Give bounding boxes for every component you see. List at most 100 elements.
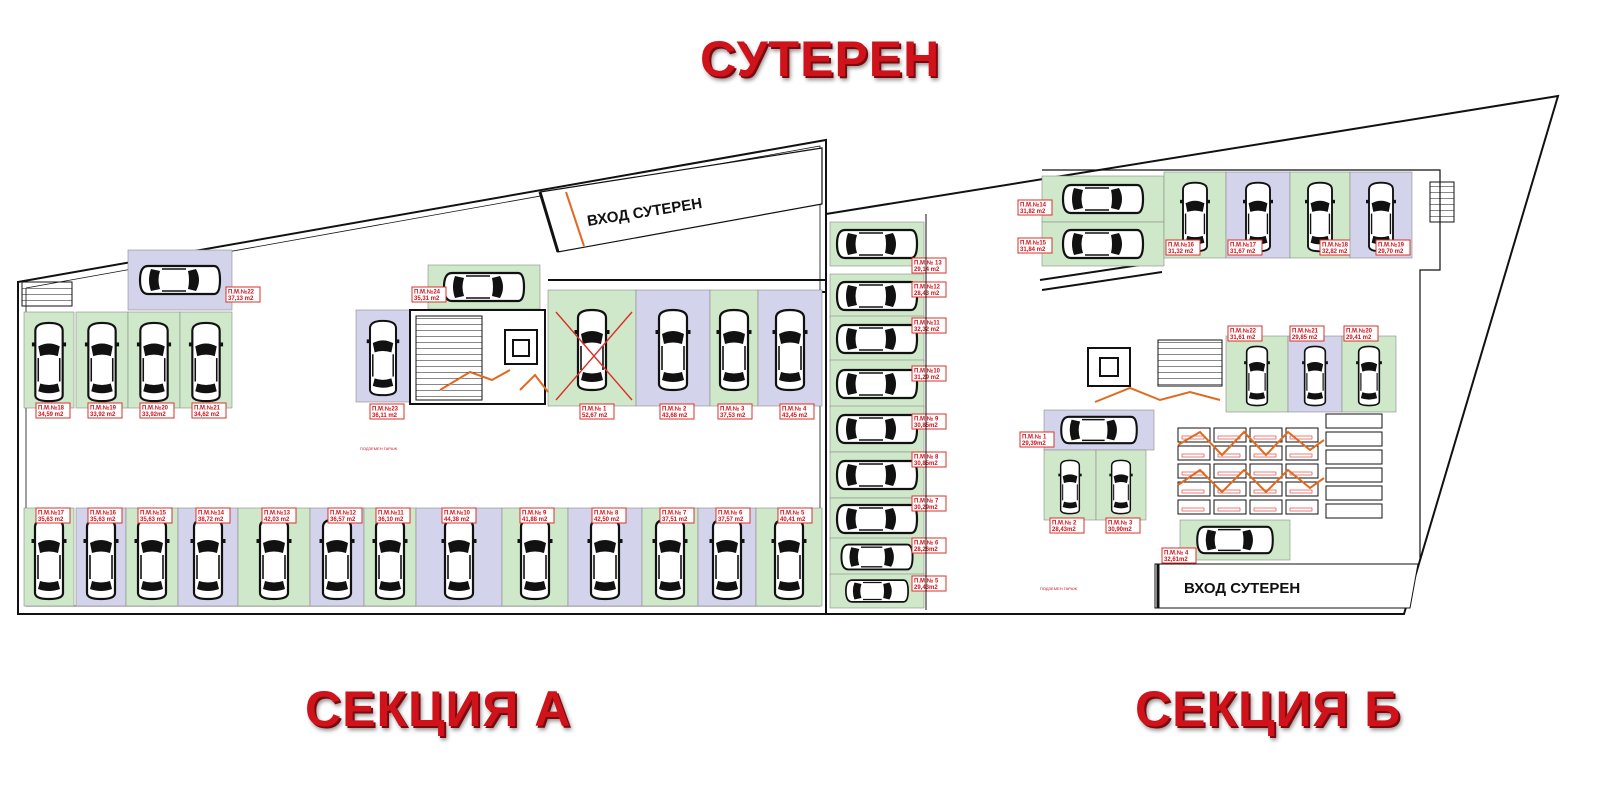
blocked-spot-mark xyxy=(555,311,633,401)
spot-area: 29,85 m2 xyxy=(1292,335,1318,341)
spot-label-box xyxy=(659,403,695,420)
spot-number: П.М.№21 xyxy=(194,405,221,412)
car-icon xyxy=(372,517,408,601)
spot-number: П.М.№24 xyxy=(414,289,441,296)
spot-label-box xyxy=(1049,517,1085,534)
spot-area: 33,92m2 xyxy=(142,412,166,418)
car-icon xyxy=(844,579,910,603)
section-b-storage-rooms xyxy=(1177,413,1383,519)
spot-number: П.М.№18 xyxy=(1322,242,1349,249)
storage-room xyxy=(1213,463,1247,479)
car-icon xyxy=(835,228,919,260)
title-section-a: СЕКЦИЯ А xyxy=(305,681,572,737)
spot-label-box xyxy=(779,403,815,420)
spot-label-box xyxy=(87,507,123,524)
storage-room-tag xyxy=(1289,453,1313,458)
spot-number: П.М.№18 xyxy=(38,405,65,412)
spot-area: 41,88 m2 xyxy=(522,517,548,523)
spot-number: П.М.№17 xyxy=(38,510,65,517)
spot-area: 43,68 m2 xyxy=(662,413,688,419)
spot-label-box xyxy=(1105,517,1141,534)
spot-number: П.М.№ 7 xyxy=(662,510,687,517)
spot-number: П.М.№ 13 xyxy=(914,260,942,267)
spot-area: 31,84 m2 xyxy=(1020,247,1046,253)
spot-number: П.М.№15 xyxy=(140,510,167,517)
car-icon xyxy=(134,517,170,601)
spot-number: П.М.№ 8 xyxy=(594,510,619,517)
spot-label-box xyxy=(139,402,175,419)
spot-area: 31,82 m2 xyxy=(1020,209,1046,215)
storage-room-tag xyxy=(1181,507,1205,512)
spot-area: 31,29 m2 xyxy=(914,375,940,381)
spot-number: П.М.№ 3 xyxy=(720,406,745,413)
spot-number: П.М.№ 2 xyxy=(1052,520,1077,527)
spot-number: П.М.№ 2 xyxy=(662,406,687,413)
spot-label-box xyxy=(911,281,947,298)
spot-area: 35,63 m2 xyxy=(140,517,166,523)
car-icon xyxy=(655,308,691,392)
car-icon xyxy=(840,543,914,571)
car-icon xyxy=(772,308,808,392)
storage-room-tag xyxy=(1217,507,1241,512)
storage-room-tag xyxy=(1289,489,1313,494)
spot-number: П.М.№16 xyxy=(1168,242,1195,249)
spot-label-box xyxy=(715,507,751,524)
spot-area: 32,82 m2 xyxy=(1322,249,1348,255)
spot-number: П.М.№19 xyxy=(1378,242,1405,249)
spot-label-box xyxy=(35,402,71,419)
spot-number: П.М.№16 xyxy=(90,510,117,517)
spot-area: 37,53 m2 xyxy=(720,413,746,419)
spot-area: 30,90m2 xyxy=(1108,527,1132,533)
storage-room xyxy=(1325,413,1383,429)
spot-label-box xyxy=(35,507,71,524)
spot-number: П.М.№ 3 xyxy=(1108,520,1133,527)
spot-label-box xyxy=(1161,547,1197,564)
spot-area: 38,72 m2 xyxy=(198,517,224,523)
spot-label-box xyxy=(911,495,947,512)
spot-area: 28,43m2 xyxy=(1052,527,1076,533)
spot-label-box xyxy=(717,403,753,420)
storage-room xyxy=(1213,499,1247,515)
spot-area: 37,57 m2 xyxy=(718,517,744,523)
spot-number: П.М.№11 xyxy=(914,320,940,327)
spot-number: П.М.№17 xyxy=(1230,242,1257,249)
car-icon xyxy=(83,517,119,601)
storage-room xyxy=(1177,445,1211,461)
spot-area: 31,32 m2 xyxy=(1168,249,1194,255)
spot-number: П.М.№20 xyxy=(142,405,169,412)
spot-number: П.М.№21 xyxy=(1292,328,1319,335)
spot-area: 29,14 m2 xyxy=(914,267,940,273)
car-icon xyxy=(835,503,919,535)
title-basement: СУТЕРЕН xyxy=(700,31,941,87)
spot-area: 36,11 m2 xyxy=(372,413,398,419)
storage-room-tag xyxy=(1181,489,1205,494)
car-icon xyxy=(1060,415,1138,445)
storage-room-tag xyxy=(1217,489,1241,494)
spot-label-box xyxy=(1343,325,1379,342)
evacuation-route xyxy=(1177,468,1325,494)
spot-number: П.М.№19 xyxy=(90,405,117,412)
storage-room-tag xyxy=(1253,507,1277,512)
spot-label-box xyxy=(659,507,695,524)
spot-number: П.М.№15 xyxy=(1020,240,1047,247)
section-b-garage-note: ПОДЗЕМЕН ГАРАЖ xyxy=(1040,586,1077,591)
spot-label-box xyxy=(327,507,363,524)
spot-area: 29,41 m2 xyxy=(1346,335,1372,341)
spot-area: 37,13 m2 xyxy=(228,296,254,302)
spot-area: 32,61m2 xyxy=(1164,557,1188,563)
spot-label-box xyxy=(911,317,947,334)
storage-room xyxy=(1249,499,1283,515)
spot-number: П.М.№22 xyxy=(1230,328,1257,335)
car-icon xyxy=(1242,345,1272,407)
spot-area: 43,45 m2 xyxy=(782,413,808,419)
car-icon xyxy=(442,271,526,303)
storage-room-tag xyxy=(1217,453,1241,458)
car-icon xyxy=(84,321,120,403)
spot-area: 31,61 m2 xyxy=(1230,335,1256,341)
spot-label-box xyxy=(369,403,405,420)
car-icon xyxy=(365,319,401,397)
car-icon xyxy=(835,280,919,312)
spot-number: П.М.№ 4 xyxy=(782,406,807,413)
middle-column-border xyxy=(825,214,927,614)
